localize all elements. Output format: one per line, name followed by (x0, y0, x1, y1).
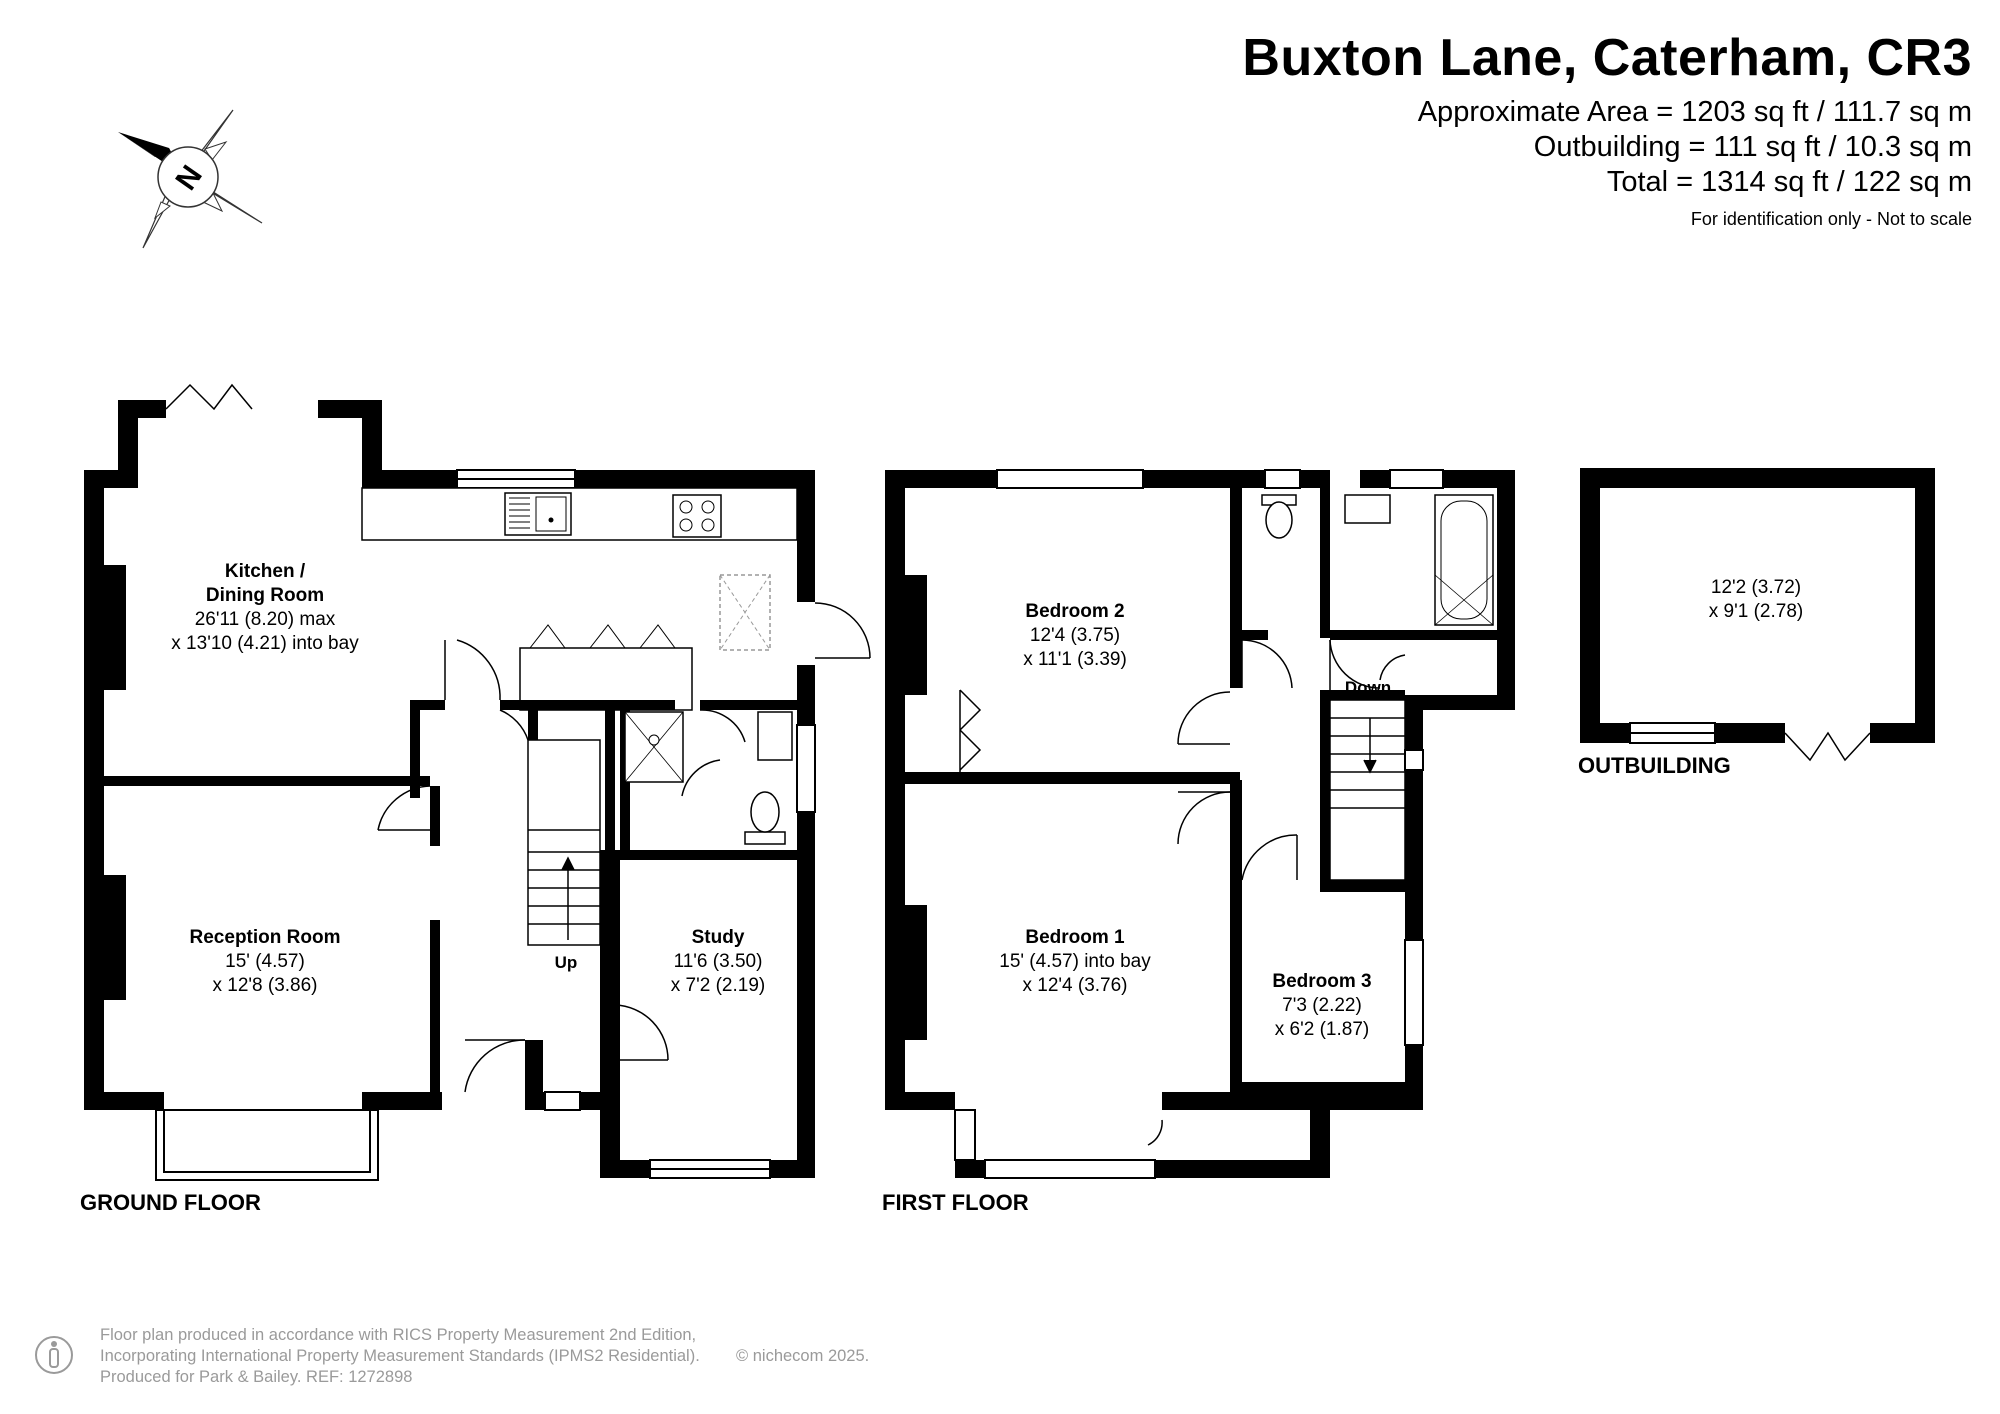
kitchen-sink-icon (504, 492, 572, 536)
outbuilding-dimension-2: x 9'1 (2.78) (1709, 601, 1803, 622)
footer-line-1: Floor plan produced in accordance with R… (100, 1326, 697, 1344)
kitchen-label-2: Dining Room (206, 585, 324, 606)
bedroom-2-dimension-1: 12'4 (3.75) (1030, 625, 1120, 646)
first-floor-label: FIRST FLOOR (882, 1190, 1029, 1215)
study-label: Study (692, 927, 745, 948)
bedroom-3-dimension-2: x 6'2 (1.87) (1275, 1019, 1369, 1040)
ground-floor-plan (84, 383, 871, 1181)
bedroom-1-dimension-2: x 12'4 (3.76) (1022, 975, 1127, 996)
total-area: Total = 1314 sq ft / 122 sq m (1606, 166, 1972, 198)
outbuilding-label: OUTBUILDING (1578, 753, 1731, 778)
reception-room-label: Reception Room (190, 927, 341, 948)
footer-copyright: © nichecom 2025. (736, 1347, 870, 1365)
not-to-scale-note: For identification only - Not to scale (1690, 209, 1972, 229)
kitchen-dimension-2: x 13'10 (4.21) into bay (171, 633, 359, 654)
bedroom-2-dimension-2: x 11'1 (3.39) (1023, 649, 1127, 670)
outbuilding-dimension-1: 12'2 (3.72) (1711, 577, 1801, 598)
outbuilding-plan (1580, 468, 1935, 762)
reception-dimension-1: 15' (4.57) (225, 951, 305, 972)
first-floor-plan (885, 469, 1515, 1179)
compass-rose-icon: N (118, 109, 263, 249)
outbuilding-area: Outbuilding = 111 sq ft / 10.3 sq m (1533, 131, 1972, 163)
footer-line-2: Incorporating International Property Mea… (100, 1347, 700, 1365)
study-dimension-1: 11'6 (3.50) (674, 951, 763, 972)
bedroom-2-label: Bedroom 2 (1025, 601, 1124, 622)
stairs-down-label: Down (1345, 678, 1391, 697)
hob-icon (672, 494, 722, 538)
reception-dimension-2: x 12'8 (3.86) (212, 975, 317, 996)
approximate-area: Approximate Area = 1203 sq ft / 111.7 sq… (1417, 96, 1972, 128)
bedroom-3-dimension-1: 7'3 (2.22) (1282, 995, 1362, 1016)
bedroom-1-label: Bedroom 1 (1025, 927, 1125, 948)
property-title: Buxton Lane, Caterham, CR3 (1242, 29, 1972, 87)
bedroom-1-dimension-1: 15' (4.57) into bay (999, 951, 1151, 972)
kitchen-label-1: Kitchen / (225, 561, 306, 582)
person-scale-icon (35, 1336, 73, 1374)
ground-floor-label: GROUND FLOOR (80, 1190, 261, 1215)
stairs-up-label: Up (555, 953, 578, 972)
kitchen-dimension-1: 26'11 (8.20) max (195, 609, 336, 630)
footer-line-3: Produced for Park & Bailey. REF: 1272898 (100, 1368, 413, 1386)
bedroom-3-label: Bedroom 3 (1272, 971, 1371, 992)
study-dimension-2: x 7'2 (2.19) (671, 975, 765, 996)
